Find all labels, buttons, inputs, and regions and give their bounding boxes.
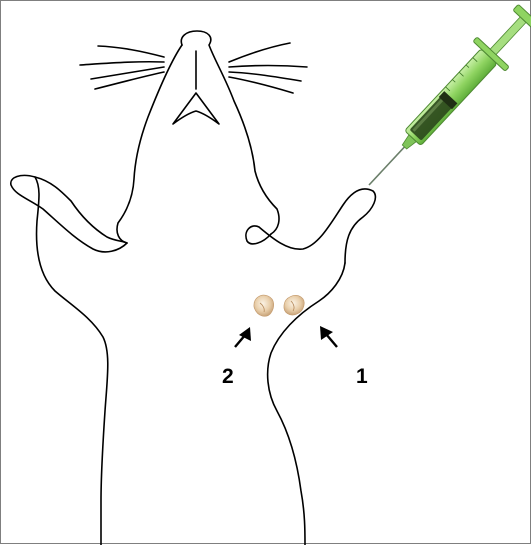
whiskers-left <box>80 46 164 89</box>
label-site-1: 1 <box>356 365 368 388</box>
node-1 <box>284 295 304 315</box>
node-2 <box>254 295 274 316</box>
arrow-2-icon <box>235 327 251 347</box>
mouse-torso-right <box>268 263 345 545</box>
syringe-icon <box>353 1 531 200</box>
mouse-outline <box>11 31 376 545</box>
mouse-torso-left <box>35 177 108 545</box>
label-site-2: 2 <box>222 365 234 388</box>
mouse-left-forelimb <box>11 175 127 251</box>
whiskers-right <box>229 43 307 93</box>
mouse-right-forelimb <box>246 189 375 263</box>
arrow-1-icon <box>320 326 337 347</box>
mouse-mouth <box>173 93 219 124</box>
